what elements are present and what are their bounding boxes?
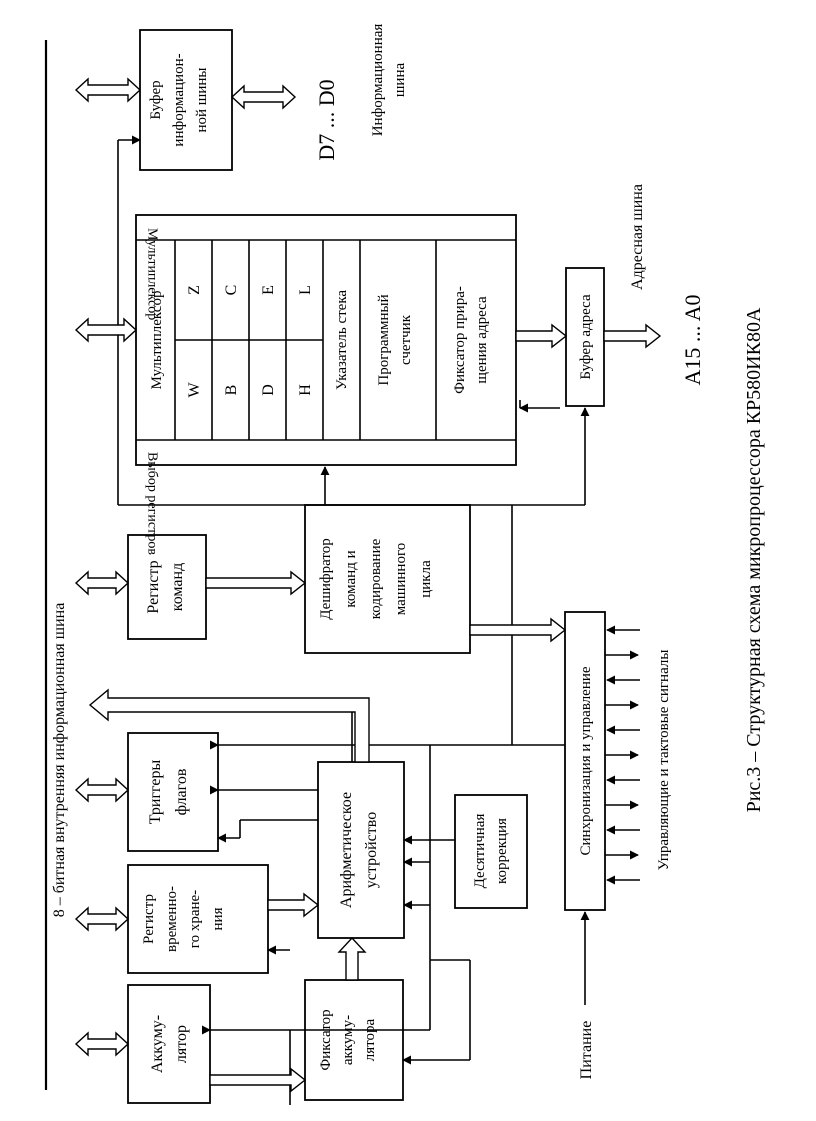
- instruction-register-label-1: Регистр: [145, 560, 162, 613]
- flags-bus-arrow: [74, 777, 130, 803]
- multiplexer-side-label: Мультиплексор: [145, 228, 160, 320]
- register-w: W: [186, 382, 203, 398]
- register-l: L: [297, 285, 314, 295]
- register-h: H: [297, 384, 314, 396]
- alu-label-1: Арифметическое: [338, 792, 355, 908]
- rotated-diagram-content: 8 – битная внутренняя информационная шин…: [44, 24, 765, 1105]
- accumulator-block: Аккуму- лятор: [127, 984, 211, 1104]
- accumulator-latch-block: Фиксатор аккуму- лятора: [304, 979, 404, 1101]
- sync-control-label: Синхронизация и управление: [578, 666, 594, 855]
- temp-register-bus-arrow: [74, 906, 130, 932]
- data-buffer-label-3: ной шины: [194, 68, 210, 133]
- power-label: Питание: [578, 1021, 595, 1080]
- temp-register-label-3: го хране-: [187, 890, 203, 948]
- flag-triggers-label-1: Триггеры: [147, 760, 164, 825]
- register-file-block: Выбор регистров Мультиплексор Мультиплек…: [135, 214, 517, 555]
- latch-to-alu-arrow: [337, 936, 367, 981]
- data-buffer-bus-arrow: [74, 77, 142, 103]
- figure-caption: Рис.3 – Структурная схема микропроцессор…: [743, 307, 765, 812]
- decimal-correction-label-2: коррекция: [494, 818, 510, 884]
- temp-register-label-4: ния: [210, 907, 226, 930]
- acc-to-latch-arrow: [209, 1067, 307, 1093]
- alu-block: Арифметическое устройство: [317, 761, 405, 939]
- data-bus-pins: D7 ... D0: [314, 79, 339, 160]
- accumulator-label-2: лятор: [173, 1025, 190, 1063]
- temp-to-alu-arrow: [267, 892, 320, 918]
- instruction-register-label-2: команд: [169, 563, 186, 611]
- address-bus-label: Адресная шина: [629, 184, 646, 290]
- decoder-to-sync-arrow: [469, 617, 567, 643]
- sync-control-block: Синхронизация и управление: [564, 611, 606, 911]
- decimal-correction-block: Десятичная коррекция: [454, 794, 528, 909]
- multiplexer-label: Мультиплексор: [149, 291, 165, 390]
- stack-pointer-label: Указатель стека: [334, 290, 350, 390]
- register-select-label: Выбор регистров: [145, 452, 160, 555]
- program-counter-label-1: Программный: [376, 294, 392, 385]
- register-d: D: [260, 384, 277, 396]
- wide-data-arrows: [74, 77, 662, 1093]
- decoder-block: Дешифратор команд и кодирование машинног…: [304, 504, 471, 654]
- temp-register-label-1: Регистр: [141, 894, 157, 944]
- program-counter-label-2: счетчик: [398, 314, 414, 365]
- regfile-to-addrbuf-arrow: [515, 323, 568, 349]
- control-signal-arrows: [605, 625, 640, 885]
- alu-label-2: устройство: [363, 812, 380, 888]
- address-bus-pins: A15 ... A0: [680, 294, 705, 385]
- address-buffer-block: Буфер адреса: [565, 267, 605, 407]
- data-bus-buffer-block: Буфер информацион- ной шины: [139, 29, 233, 171]
- register-file-bus-arrow: [74, 317, 138, 343]
- register-b: B: [223, 385, 240, 396]
- register-c: C: [223, 285, 240, 296]
- register-e: E: [260, 285, 277, 295]
- accumulator-latch-label-2: аккуму-: [340, 1015, 356, 1065]
- instruction-register-bus-arrow: [74, 570, 130, 596]
- instruction-register-block: Регистр команд: [127, 534, 207, 640]
- accumulator-latch-label-3: лятора: [362, 1018, 378, 1061]
- internal-bus-label: 8 – битная внутренняя информационная шин…: [51, 603, 68, 918]
- addrbuf-out-arrow: [603, 323, 662, 349]
- address-latch-label-2: щения адреса: [474, 296, 490, 384]
- decoder-label-4: машинного: [393, 543, 409, 615]
- instruction-to-decoder-arrow: [205, 570, 307, 596]
- decoder-label-2: команд и: [343, 550, 359, 607]
- temp-register-block: Регистр временно- го хране- ния: [127, 864, 269, 974]
- decoder-label-3: кодирование: [368, 538, 384, 619]
- flag-triggers-label-2: флагов: [173, 768, 190, 815]
- data-bus-label-1: Информационная: [370, 24, 386, 137]
- accumulator-latch-label-1: Фиксатор: [318, 1009, 334, 1070]
- register-z: Z: [186, 285, 203, 295]
- address-buffer-label: Буфер адреса: [578, 294, 594, 380]
- alu-to-bus-arrow: [88, 688, 370, 763]
- address-latch-label-1: Фиксатор прира-: [452, 286, 468, 394]
- flag-triggers-block: Триггеры флагов: [127, 732, 219, 852]
- decoder-label-5: цикла: [418, 560, 434, 598]
- accumulator-label-1: Аккуму-: [149, 1015, 166, 1073]
- temp-register-label-2: временно-: [164, 886, 180, 952]
- decoder-label-1: Дешифратор: [318, 538, 334, 620]
- data-buffer-label-1: Буфер: [148, 80, 164, 119]
- decimal-correction-label-1: Десятичная: [472, 814, 488, 889]
- data-buffer-label-2: информацион-: [171, 53, 187, 146]
- data-bus-label-2: шина: [392, 63, 408, 98]
- accumulator-bus-arrow: [74, 1031, 130, 1057]
- control-signals-label: Управляющие и тактовые сигналы: [656, 650, 672, 871]
- external-data-bus-arrow: [230, 84, 297, 110]
